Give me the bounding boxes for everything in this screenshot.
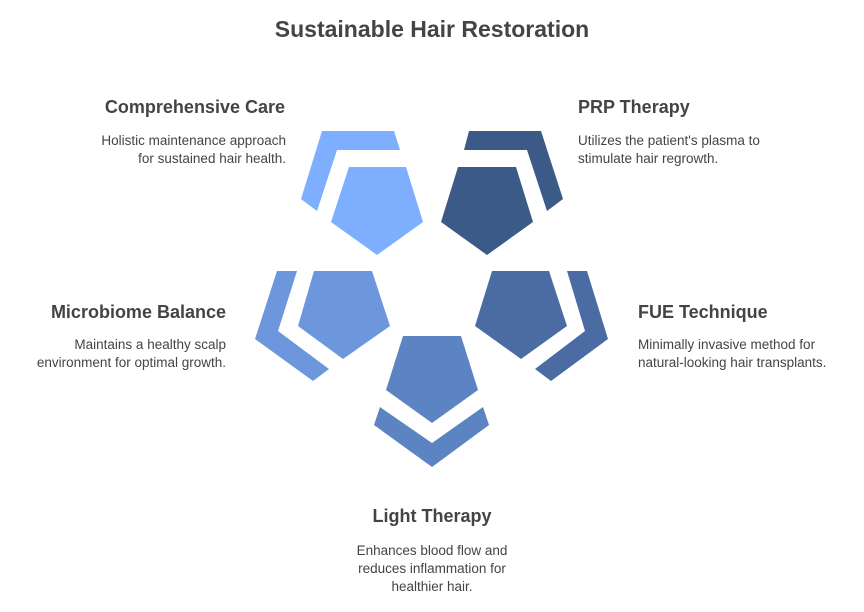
comprehensive-care-shape: [301, 131, 423, 255]
desc-line: for sustained hair health.: [138, 151, 286, 166]
light-therapy-heading: Light Therapy: [372, 506, 492, 526]
desc-line: healthier hair.: [391, 579, 473, 594]
desc-line: natural-looking hair transplants.: [638, 355, 827, 370]
desc-line: Utilizes the patient's plasma to: [578, 133, 760, 148]
prp-therapy-shape: [441, 131, 563, 255]
bracket: [464, 131, 563, 211]
diagram-title: Sustainable Hair Restoration: [274, 16, 590, 42]
pentagon: [441, 167, 533, 255]
microbiome-balance-shape: [255, 271, 390, 381]
microbiome-balance-heading: Microbiome Balance: [50, 302, 226, 322]
desc-line: environment for optimal growth.: [36, 355, 226, 370]
pentagon: [475, 271, 567, 359]
desc-line: Minimally invasive method for: [638, 337, 816, 352]
prp-therapy-description: Utilizes the patient's plasma to stimulat…: [578, 132, 760, 168]
pentagon: [386, 336, 478, 423]
bracket: [255, 271, 329, 381]
pentagon: [331, 167, 423, 255]
desc-line: reduces inflammation for: [358, 561, 506, 576]
bracket: [374, 407, 489, 467]
prp-therapy-heading: PRP Therapy: [578, 97, 690, 117]
light-therapy-shape: [374, 336, 489, 467]
desc-line: stimulate hair regrowth.: [578, 151, 719, 166]
fue-technique-heading: FUE Technique: [638, 302, 768, 322]
bracket: [535, 271, 608, 381]
microbiome-balance-description: Maintains a healthy scalp environment for…: [37, 336, 226, 372]
comprehensive-care-description: Holistic maintenance approach for sustain…: [101, 132, 286, 168]
comprehensive-care-heading: Comprehensive Care: [104, 97, 285, 117]
fue-technique-shape: [475, 271, 608, 381]
light-therapy-description: Enhances blood flow and reduces inflammat…: [282, 542, 582, 596]
desc-line: Maintains a healthy scalp: [74, 337, 226, 352]
bracket: [301, 131, 400, 211]
pentagon: [298, 271, 390, 359]
desc-line: Enhances blood flow and: [356, 543, 508, 558]
fue-technique-description: Minimally invasive method for natural-loo…: [638, 336, 826, 372]
desc-line: Holistic maintenance approach: [101, 133, 286, 148]
